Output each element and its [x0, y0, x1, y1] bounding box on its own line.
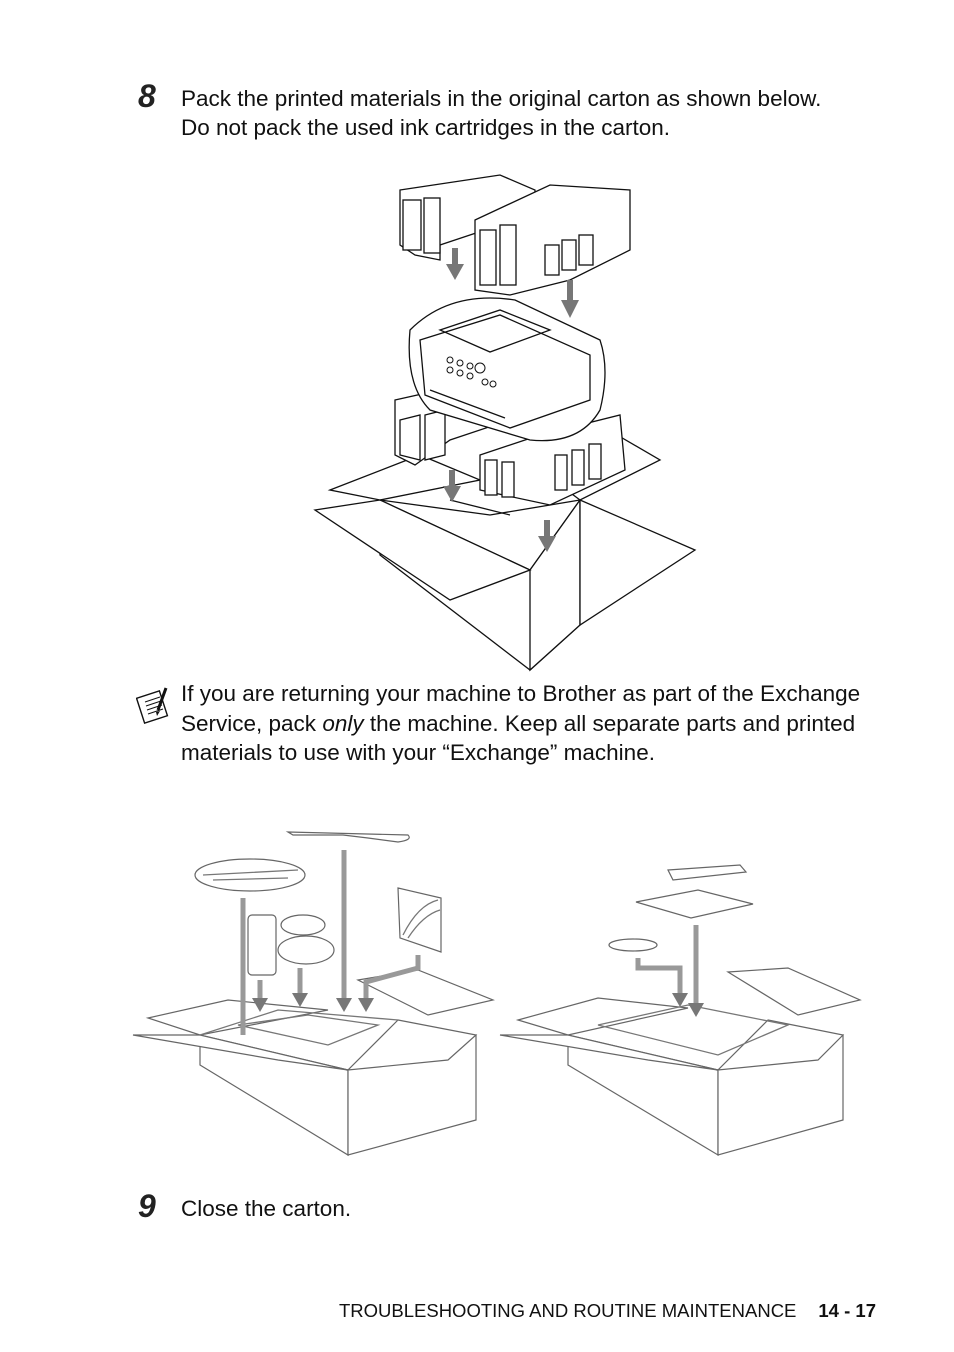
document-tray: [194, 858, 306, 892]
step-8-number: 8: [138, 78, 156, 114]
power-cord: [277, 935, 335, 965]
step-8-line-2: Do not pack the used ink cartridges in t…: [181, 115, 671, 140]
carton-left-flap: [313, 499, 532, 601]
carton-packing-illustration: [313, 174, 697, 672]
cd-rom-sleeve: [397, 887, 442, 953]
booklet: [667, 864, 748, 881]
note-text-end: the machine. Keep all separate parts and…: [181, 710, 856, 766]
note-emphasis: only: [322, 710, 364, 736]
foam-block-upper-left: [399, 174, 536, 261]
exchange-service-note: If you are returning your machine to Bro…: [181, 679, 881, 768]
user-manual: [635, 889, 754, 919]
left-carton: [132, 969, 496, 1157]
left-carton-arrows: [240, 850, 421, 1035]
handset: [247, 914, 277, 976]
page-footer: TROUBLESHOOTING AND ROUTINE MAINTENANCE 1…: [339, 1300, 876, 1322]
telephone-cable: [280, 914, 326, 936]
right-carton: [499, 967, 862, 1157]
cd-rom: [608, 938, 658, 952]
foam-block-lower-right: [479, 414, 626, 506]
step-9-text: Close the carton.: [181, 1196, 352, 1221]
carton-side-face: [529, 497, 581, 672]
step-8-line-1: Pack the printed materials in the origin…: [181, 86, 822, 111]
right-carton-arrows: [635, 925, 704, 1017]
down-arrow-icons: [443, 248, 579, 552]
page-number: 14 - 17: [818, 1300, 876, 1321]
printer-machine-in-bag: [408, 297, 606, 442]
carton-right-flap: [579, 499, 697, 627]
carton-back-left-flap: [327, 454, 483, 501]
notepad-pencil-icon: [136, 687, 169, 724]
step-8-text: Pack the printed materials in the origin…: [181, 84, 821, 142]
step-9-number: 9: [138, 1188, 156, 1224]
foam-block-upper-right: [474, 184, 631, 296]
phone-cord: [285, 831, 410, 843]
note-text-start: If you are returning your machine to Bro…: [181, 681, 861, 736]
accessories-packing-illustration: [132, 831, 862, 1157]
footer-section-title: TROUBLESHOOTING AND ROUTINE MAINTENANCE: [338, 1300, 797, 1321]
